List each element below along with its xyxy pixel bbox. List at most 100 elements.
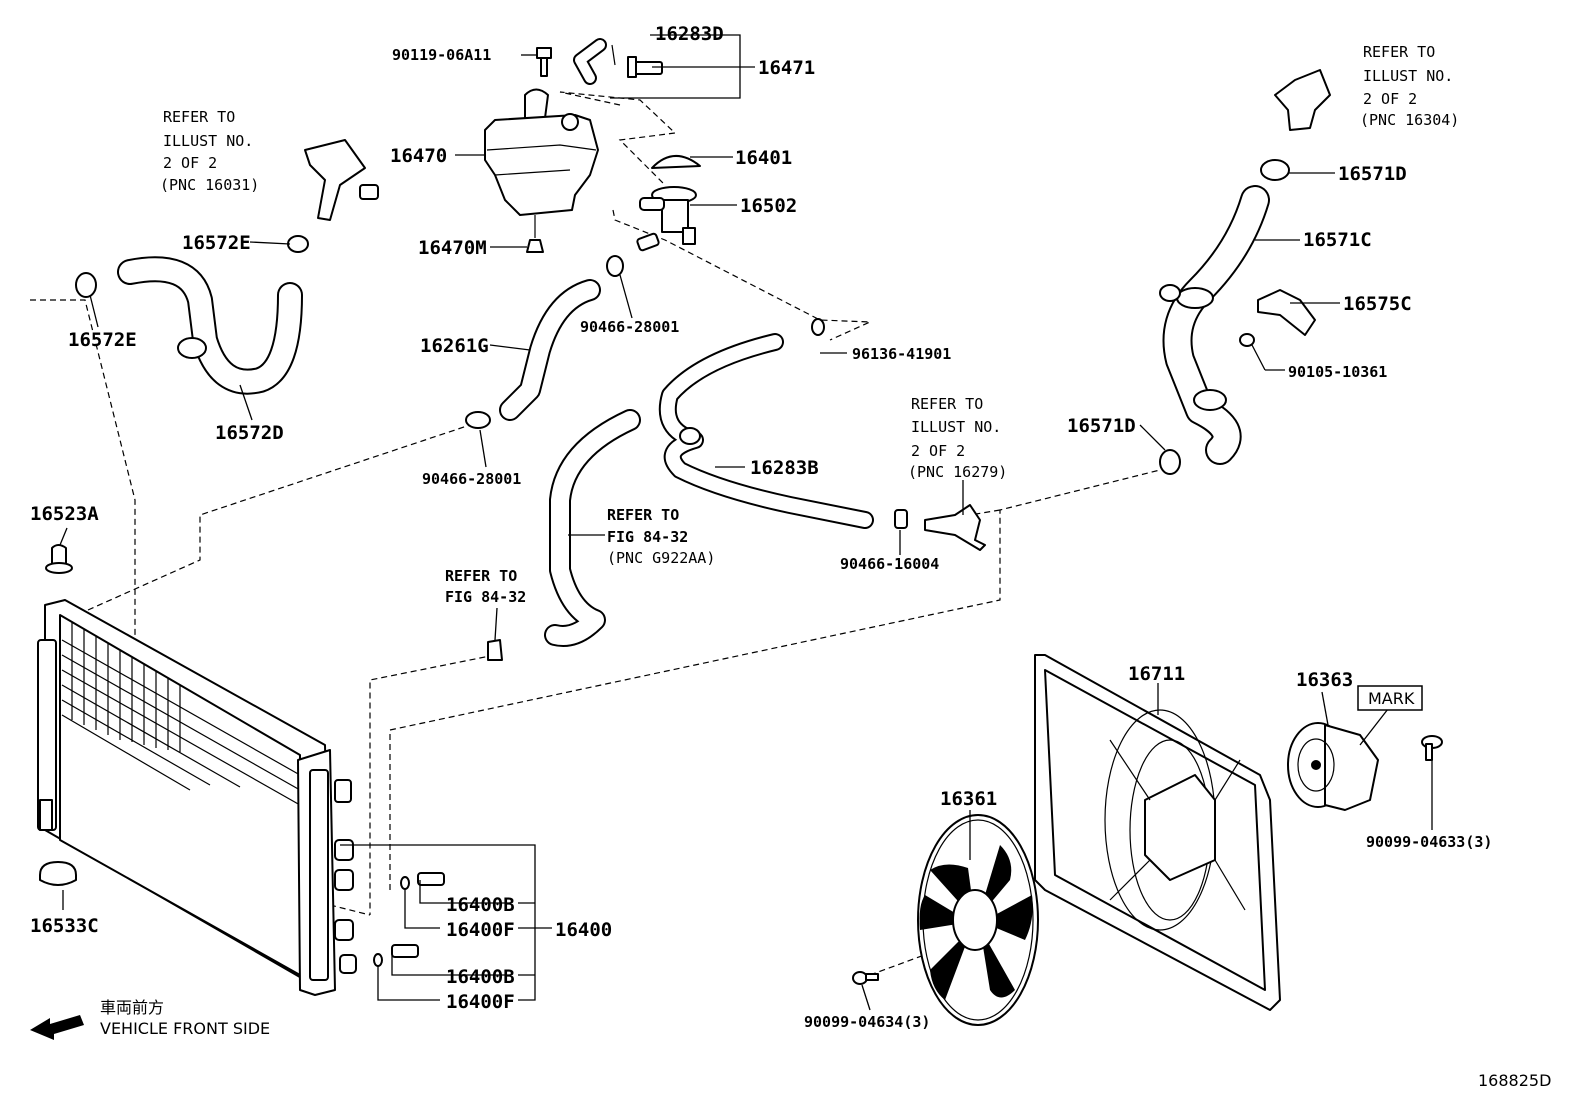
outlet-16304	[1274, 69, 1331, 131]
fitting-16471	[627, 56, 663, 78]
clamp-90466-28001-upper	[606, 255, 624, 277]
label-16533c: 16533C	[30, 915, 99, 937]
label-16711: 16711	[1128, 663, 1185, 685]
svg-text:FIG 84-32: FIG 84-32	[607, 528, 688, 546]
svg-text:REFER TO: REFER TO	[445, 567, 517, 585]
pressure-cap-16401	[651, 155, 701, 169]
fan-shroud-16711	[1034, 654, 1281, 1011]
radiator-cap-16523a	[45, 544, 73, 574]
mark-box	[1357, 685, 1423, 711]
drain-plug-16400b-upper	[417, 872, 445, 886]
svg-text:REFER TO: REFER TO	[607, 506, 679, 524]
label-16400: 16400	[555, 919, 612, 941]
svg-text:(PNC 16279): (PNC 16279)	[908, 463, 1007, 481]
svg-text:FIG 84-32: FIG 84-32	[445, 588, 526, 606]
hose-g922aa	[544, 409, 641, 647]
label-16400f-lower: 16400F	[446, 991, 515, 1013]
hose-16261g	[499, 279, 601, 421]
label-16471: 16471	[758, 57, 815, 79]
label-90099-04634: 90099-04634(3)	[804, 1013, 930, 1031]
o-ring-16400f-lower	[373, 953, 383, 967]
svg-text:REFER TO: REFER TO	[163, 108, 235, 126]
svg-text:(PNC 16304): (PNC 16304)	[1360, 111, 1459, 129]
label-16502: 16502	[740, 195, 797, 217]
svg-text:(PNC G922AA): (PNC G922AA)	[607, 549, 715, 567]
radiator-fins	[61, 622, 301, 806]
reference-note-fig-84-32-clip: REFER TO FIG 84-32	[445, 567, 526, 606]
label-16572e-left: 16572E	[68, 329, 137, 351]
reference-note-pnc-16304: REFER TO ILLUST NO. 2 OF 2 (PNC 16304)	[1360, 43, 1459, 129]
clamp-90466-16004	[894, 509, 908, 529]
bolt-90105-10361	[1239, 333, 1255, 347]
bracket-16575c	[1257, 289, 1316, 336]
clamp-96136-41901	[811, 318, 825, 336]
inlet-16502	[636, 186, 697, 252]
reservoir-tank-16470	[484, 88, 599, 253]
fitting-16279	[924, 504, 986, 551]
drain-plug-16400b-lower	[391, 944, 419, 958]
reference-note-fig-84-32-hose: REFER TO FIG 84-32 (PNC G922AA)	[607, 506, 715, 567]
clamp-16571d-lower	[1159, 449, 1181, 475]
diagram-id: 168825D	[1478, 1071, 1551, 1090]
hose-16283b	[658, 333, 874, 529]
label-16571d-upper: 16571D	[1338, 163, 1407, 185]
outlet-16031	[304, 139, 379, 221]
label-16283b: 16283B	[750, 457, 819, 479]
svg-text:ILLUST NO.: ILLUST NO.	[163, 132, 253, 150]
svg-text:2 OF 2: 2 OF 2	[1363, 90, 1417, 108]
clamp-90466-28001-lower	[465, 411, 491, 429]
part-number-labels: 90119-06A11 16283D 16471 16470 16401 165…	[30, 23, 1492, 1031]
label-16523a: 16523A	[30, 503, 99, 525]
svg-text:REFER TO: REFER TO	[1363, 43, 1435, 61]
label-96136-41901: 96136-41901	[852, 345, 951, 363]
svg-text:2 OF 2: 2 OF 2	[911, 442, 965, 460]
hose-16572d	[117, 256, 303, 395]
svg-text:ILLUST NO.: ILLUST NO.	[1363, 67, 1453, 85]
hose-16571c	[1159, 185, 1270, 465]
vehicle-front-arrow-icon	[30, 1015, 84, 1040]
label-90099-04633: 90099-04633(3)	[1366, 833, 1492, 851]
label-16261g: 16261G	[420, 335, 489, 357]
label-90466-28001-upper: 90466-28001	[580, 318, 679, 336]
vehicle-front-japanese: 車両前方	[100, 998, 164, 1017]
clamp-16572e-top	[287, 235, 309, 253]
cooling-fan-16361	[917, 814, 1039, 1026]
bolt-90099-04633	[1421, 735, 1443, 761]
label-16361: 16361	[940, 788, 997, 810]
bolt-90099-04634	[852, 971, 879, 985]
reference-note-pnc-16279: REFER TO ILLUST NO. 2 OF 2 (PNC 16279)	[908, 395, 1007, 481]
label-16363: 16363	[1296, 669, 1353, 691]
svg-text:(PNC 16031): (PNC 16031)	[160, 176, 259, 194]
clamp-16571d-upper	[1260, 159, 1290, 181]
clamp-16572e-left	[75, 272, 97, 298]
label-16283d: 16283D	[655, 23, 724, 45]
bolt-90119-06a11	[536, 47, 552, 77]
label-16575c: 16575C	[1343, 293, 1412, 315]
label-16572d: 16572D	[215, 422, 284, 444]
label-16470: 16470	[390, 145, 447, 167]
label-16470m: 16470M	[418, 237, 487, 259]
vehicle-front-english: VEHICLE FRONT SIDE	[100, 1019, 270, 1038]
label-16572e-top: 16572E	[182, 232, 251, 254]
label-16571d-lower: 16571D	[1067, 415, 1136, 437]
label-90119-06a11: 90119-06A11	[392, 46, 491, 64]
label-16400f-upper: 16400F	[446, 919, 515, 941]
hose-16283d	[573, 38, 616, 85]
label-16400b-lower: 16400B	[446, 966, 515, 988]
label-16401: 16401	[735, 147, 792, 169]
fan-motor-16363	[1287, 722, 1379, 811]
mark-label: MARK	[1368, 689, 1415, 708]
cushion-16533c	[39, 861, 77, 886]
reference-note-pnc-16031: REFER TO ILLUST NO. 2 OF 2 (PNC 16031)	[160, 108, 259, 194]
label-90105-10361: 90105-10361	[1288, 363, 1387, 381]
svg-text:REFER TO: REFER TO	[911, 395, 983, 413]
radiator-assembly	[37, 599, 357, 996]
o-ring-16400f-upper	[400, 876, 410, 890]
leader-lines	[59, 34, 1433, 1011]
label-90466-28001-lower: 90466-28001	[422, 470, 521, 488]
label-16400b-upper: 16400B	[446, 894, 515, 916]
label-90466-16004: 90466-16004	[840, 555, 939, 573]
label-16571c: 16571C	[1303, 229, 1372, 251]
svg-text:ILLUST NO.: ILLUST NO.	[911, 418, 1001, 436]
